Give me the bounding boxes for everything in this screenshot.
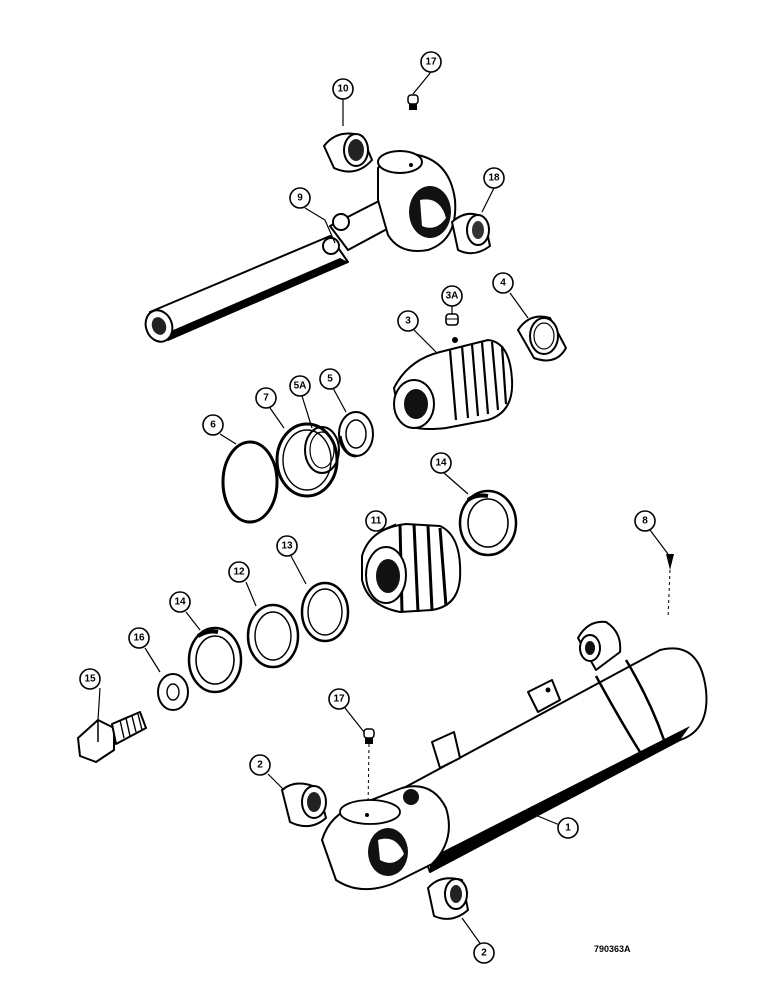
- svg-text:8: 8: [642, 516, 648, 527]
- svg-text:6: 6: [210, 420, 216, 431]
- ring-7: [275, 422, 339, 498]
- washer-16: [157, 673, 189, 711]
- svg-text:17: 17: [333, 694, 345, 705]
- bolt-15: [77, 711, 147, 763]
- callout-18: 18: [483, 167, 505, 189]
- svg-text:5A: 5A: [294, 381, 307, 392]
- grease-fitting-bottom: [363, 728, 375, 809]
- svg-text:14: 14: [435, 458, 447, 469]
- callout-15: 15: [79, 668, 101, 690]
- callout-9: 9: [289, 187, 311, 209]
- svg-text:2: 2: [481, 948, 487, 959]
- callout-12: 12: [228, 561, 250, 583]
- callout-11: 11: [365, 510, 387, 532]
- ring-13: [300, 581, 350, 643]
- plug-3a: [445, 313, 459, 326]
- leader-lines: [97, 71, 669, 947]
- callout-10: 10: [332, 78, 354, 100]
- callout-6: 6: [202, 414, 224, 436]
- drawing-number: 790363A: [594, 944, 631, 954]
- callout-2-left: 2: [249, 754, 271, 776]
- svg-text:3A: 3A: [446, 291, 459, 302]
- bushing-18: [451, 212, 491, 255]
- callout-17-top: 17: [420, 51, 442, 73]
- callout-14-left: 14: [169, 591, 191, 613]
- bushing-10: [323, 132, 373, 173]
- ring-14-left: [187, 626, 243, 694]
- svg-text:7: 7: [263, 393, 269, 404]
- callout-16: 16: [128, 627, 150, 649]
- callout-8: 8: [634, 510, 656, 532]
- svg-text:16: 16: [133, 633, 145, 644]
- svg-text:10: 10: [337, 84, 349, 95]
- grease-fitting-8: [666, 554, 674, 619]
- svg-text:14: 14: [174, 597, 186, 608]
- svg-text:18: 18: [488, 173, 500, 184]
- piston-11: [361, 523, 462, 613]
- callout-13: 13: [276, 535, 298, 557]
- svg-text:17: 17: [425, 57, 437, 68]
- bushing-2-left: [281, 782, 327, 828]
- callout-2-bottom: 2: [473, 942, 495, 964]
- svg-text:5: 5: [327, 374, 333, 385]
- piston-rod: [144, 150, 457, 343]
- svg-text:11: 11: [371, 516, 382, 527]
- ring-14-right: [458, 489, 518, 557]
- seal-4: [517, 315, 567, 362]
- grease-fitting-top: [407, 94, 419, 110]
- svg-text:4: 4: [500, 278, 506, 289]
- ring-5a: [304, 426, 340, 474]
- o-ring-6: [221, 440, 279, 524]
- svg-text:13: 13: [281, 541, 293, 552]
- cylinder-barrel: [321, 620, 708, 891]
- svg-text:12: 12: [233, 567, 245, 578]
- ring-12: [246, 603, 300, 669]
- callout-5: 5: [319, 368, 341, 390]
- seal-5: [338, 411, 374, 458]
- callout-5a: 5A: [289, 375, 311, 397]
- callout-1: 1: [557, 817, 579, 839]
- gland-3: [393, 337, 514, 430]
- svg-text:15: 15: [84, 674, 96, 685]
- callout-3: 3: [397, 310, 419, 332]
- svg-text:2: 2: [257, 760, 263, 771]
- callout-17-bottom: 17: [328, 688, 350, 710]
- callout-4: 4: [492, 272, 514, 294]
- svg-text:1: 1: [565, 823, 571, 834]
- callout-14-right: 14: [430, 452, 452, 474]
- svg-text:9: 9: [297, 193, 303, 204]
- svg-text:3: 3: [405, 316, 411, 327]
- callout-7: 7: [255, 387, 277, 409]
- bushing-2-bottom: [427, 877, 469, 920]
- callout-3a: 3A: [441, 285, 463, 307]
